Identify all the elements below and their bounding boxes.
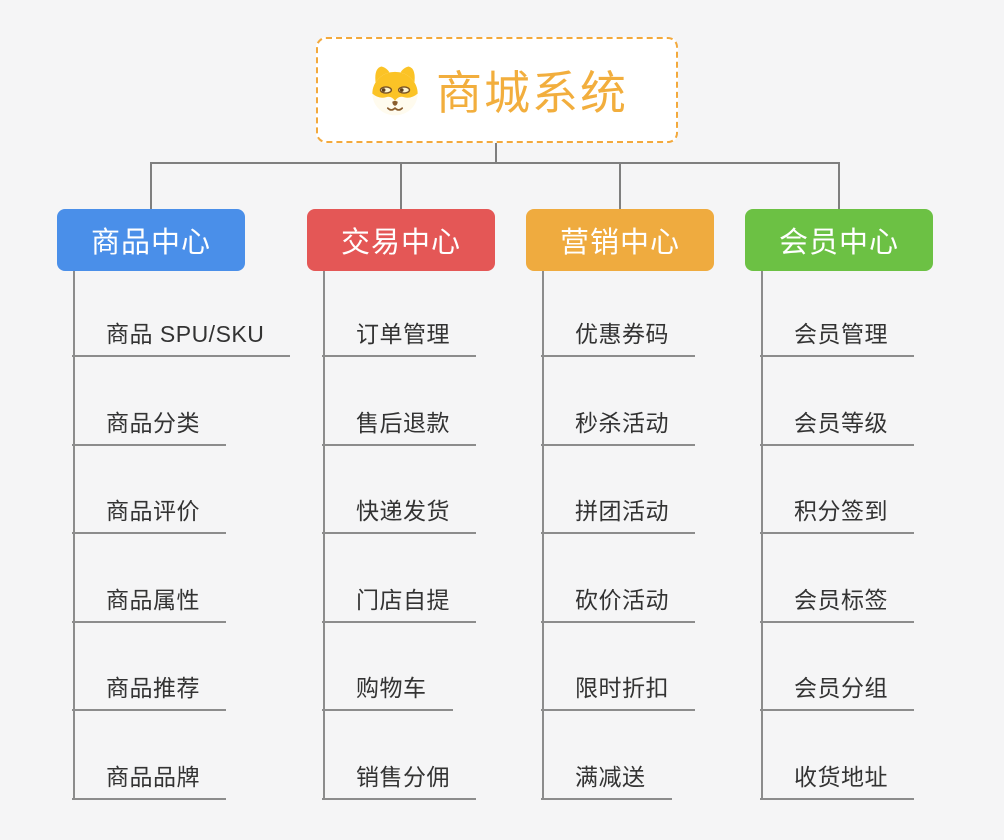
leaf-node[interactable]: 砍价活动 — [541, 583, 695, 623]
leaf-node[interactable]: 会员等级 — [760, 406, 914, 446]
leaf-node[interactable]: 订单管理 — [322, 317, 476, 357]
leaf-node[interactable]: 商品品牌 — [72, 760, 226, 800]
root-node[interactable]: 商城系统 — [316, 37, 678, 143]
connector-root-drop — [495, 143, 497, 164]
leaf-node[interactable]: 购物车 — [322, 671, 453, 711]
branch-node-marketing-center[interactable]: 营销中心 — [526, 209, 714, 271]
leaf-node[interactable]: 商品推荐 — [72, 671, 226, 711]
leaf-node[interactable]: 满减送 — [541, 760, 672, 800]
connector-branch-drop — [838, 162, 840, 209]
branch-node-product-center[interactable]: 商品中心 — [57, 209, 245, 271]
branch-node-member-center[interactable]: 会员中心 — [745, 209, 933, 271]
leaf-node[interactable]: 商品评价 — [72, 494, 226, 534]
leaf-node[interactable]: 商品属性 — [72, 583, 226, 623]
leaf-node[interactable]: 快递发货 — [322, 494, 476, 534]
connector-stem — [73, 271, 75, 800]
root-title: 商城系统 — [436, 67, 628, 119]
leaf-node[interactable]: 秒杀活动 — [541, 406, 695, 446]
connector-stem — [323, 271, 325, 800]
connector-stem — [761, 271, 763, 800]
connector-rail — [150, 162, 840, 164]
leaf-node[interactable]: 会员分组 — [760, 671, 914, 711]
connector-branch-drop — [619, 162, 621, 209]
leaf-node[interactable]: 会员管理 — [760, 317, 914, 357]
connector-stem — [542, 271, 544, 800]
branch-node-trade-center[interactable]: 交易中心 — [307, 209, 495, 271]
leaf-node[interactable]: 商品分类 — [72, 406, 226, 446]
leaf-node[interactable]: 销售分佣 — [322, 760, 476, 800]
leaf-node[interactable]: 拼团活动 — [541, 494, 695, 534]
leaf-node[interactable]: 会员标签 — [760, 583, 914, 623]
leaf-node[interactable]: 商品 SPU/SKU — [72, 317, 291, 357]
leaf-node[interactable]: 门店自提 — [322, 583, 476, 623]
leaf-node[interactable]: 限时折扣 — [541, 671, 695, 711]
dog-face-icon — [372, 66, 418, 116]
leaf-node[interactable]: 积分签到 — [760, 494, 914, 534]
leaf-node[interactable]: 售后退款 — [322, 406, 476, 446]
leaf-node[interactable]: 优惠券码 — [541, 317, 695, 357]
connector-branch-drop — [400, 162, 402, 209]
connector-branch-drop — [150, 162, 152, 209]
leaf-node[interactable]: 收货地址 — [760, 760, 914, 800]
